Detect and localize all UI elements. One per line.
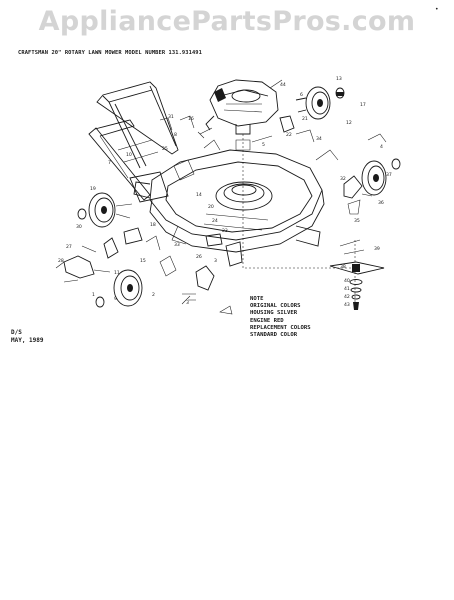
callout-3b: 3 bbox=[214, 258, 217, 264]
callout-42: 42 bbox=[344, 294, 350, 300]
revision-date: D/S MAY, 1989 bbox=[11, 329, 44, 344]
mower-deck bbox=[133, 149, 339, 253]
model-title: CRAFTSMAN 20" ROTARY LAWN MOWER MODEL NU… bbox=[18, 50, 202, 56]
callout-41: 41 bbox=[344, 286, 350, 292]
revision-month-year: MAY, 1989 bbox=[11, 336, 44, 344]
note-line: ORIGINAL COLORS bbox=[250, 303, 301, 310]
callout-14: 14 bbox=[196, 192, 202, 198]
callout-33: 33 bbox=[174, 242, 180, 248]
blade-assembly bbox=[242, 190, 385, 310]
callout-10: 10 bbox=[126, 152, 132, 158]
callout-31: 31 bbox=[168, 114, 174, 120]
callout-44: 44 bbox=[280, 82, 286, 88]
callout-18: 18 bbox=[150, 222, 156, 228]
small-parts bbox=[145, 115, 315, 301]
callout-16: 16 bbox=[188, 116, 194, 122]
callout-19: 19 bbox=[90, 186, 96, 192]
callout-39: 39 bbox=[374, 246, 380, 252]
callout-30: 30 bbox=[76, 224, 82, 230]
callout-15: 15 bbox=[140, 258, 146, 264]
callout-38: 38 bbox=[340, 264, 346, 270]
handle-assembly bbox=[88, 81, 195, 203]
callout-37: 37 bbox=[386, 172, 392, 178]
callout-8: 8 bbox=[174, 132, 177, 138]
callout-13: 13 bbox=[336, 76, 342, 82]
callout-2: 2 bbox=[152, 292, 155, 298]
callout-5: 5 bbox=[262, 142, 265, 148]
wheel-rear-left bbox=[77, 192, 143, 245]
callout-27: 27 bbox=[66, 244, 72, 250]
note-line: ENGINE RED bbox=[250, 317, 284, 324]
callout-25: 25 bbox=[162, 146, 168, 152]
callout-12: 12 bbox=[346, 120, 352, 126]
wheel-front-left bbox=[63, 237, 143, 308]
callout-35: 35 bbox=[354, 218, 360, 224]
color-note: NOTE ORIGINAL COLORS HOUSING SILVER ENGI… bbox=[250, 296, 311, 339]
note-line: HOUSING SILVER bbox=[250, 310, 298, 317]
callout-17: 17 bbox=[360, 102, 366, 108]
callout-1: 1 bbox=[92, 292, 95, 298]
callout-4: 4 bbox=[380, 144, 383, 150]
corner-mark: • bbox=[435, 6, 439, 13]
callout-22: 22 bbox=[286, 132, 292, 138]
callout-40: 40 bbox=[344, 278, 350, 284]
note-line: REPLACEMENT COLORS bbox=[250, 324, 311, 331]
callout-34: 34 bbox=[316, 136, 322, 142]
note-line: NOTE bbox=[250, 296, 264, 302]
callout-11: 11 bbox=[114, 270, 120, 276]
misc-brackets bbox=[55, 261, 233, 315]
callout-32: 32 bbox=[340, 176, 346, 182]
callout-28: 28 bbox=[58, 258, 64, 264]
wheel-rear-right bbox=[295, 86, 345, 120]
callout-36: 36 bbox=[378, 200, 384, 206]
callout-23: 23 bbox=[222, 228, 228, 234]
callout-6: 6 bbox=[300, 92, 303, 98]
note-line: STANDARD COLOR bbox=[250, 331, 298, 338]
revision-code: D/S bbox=[11, 329, 22, 336]
callout-21: 21 bbox=[302, 116, 308, 122]
callout-26: 26 bbox=[196, 254, 202, 260]
callout-43: 43 bbox=[344, 302, 350, 308]
callout-3: 3 bbox=[186, 300, 189, 306]
watermark-logo-text: AppliancePartsPros.com bbox=[38, 6, 416, 37]
part-callouts: 44 13 17 12 4 32 35 36 34 21 22 5 19 27 … bbox=[58, 76, 392, 308]
wheel-front-right bbox=[343, 133, 401, 215]
callout-9: 9 bbox=[114, 296, 117, 302]
callout-24: 24 bbox=[212, 218, 218, 224]
callout-7: 7 bbox=[108, 160, 111, 166]
callout-20: 20 bbox=[208, 204, 214, 210]
engine bbox=[197, 79, 283, 190]
